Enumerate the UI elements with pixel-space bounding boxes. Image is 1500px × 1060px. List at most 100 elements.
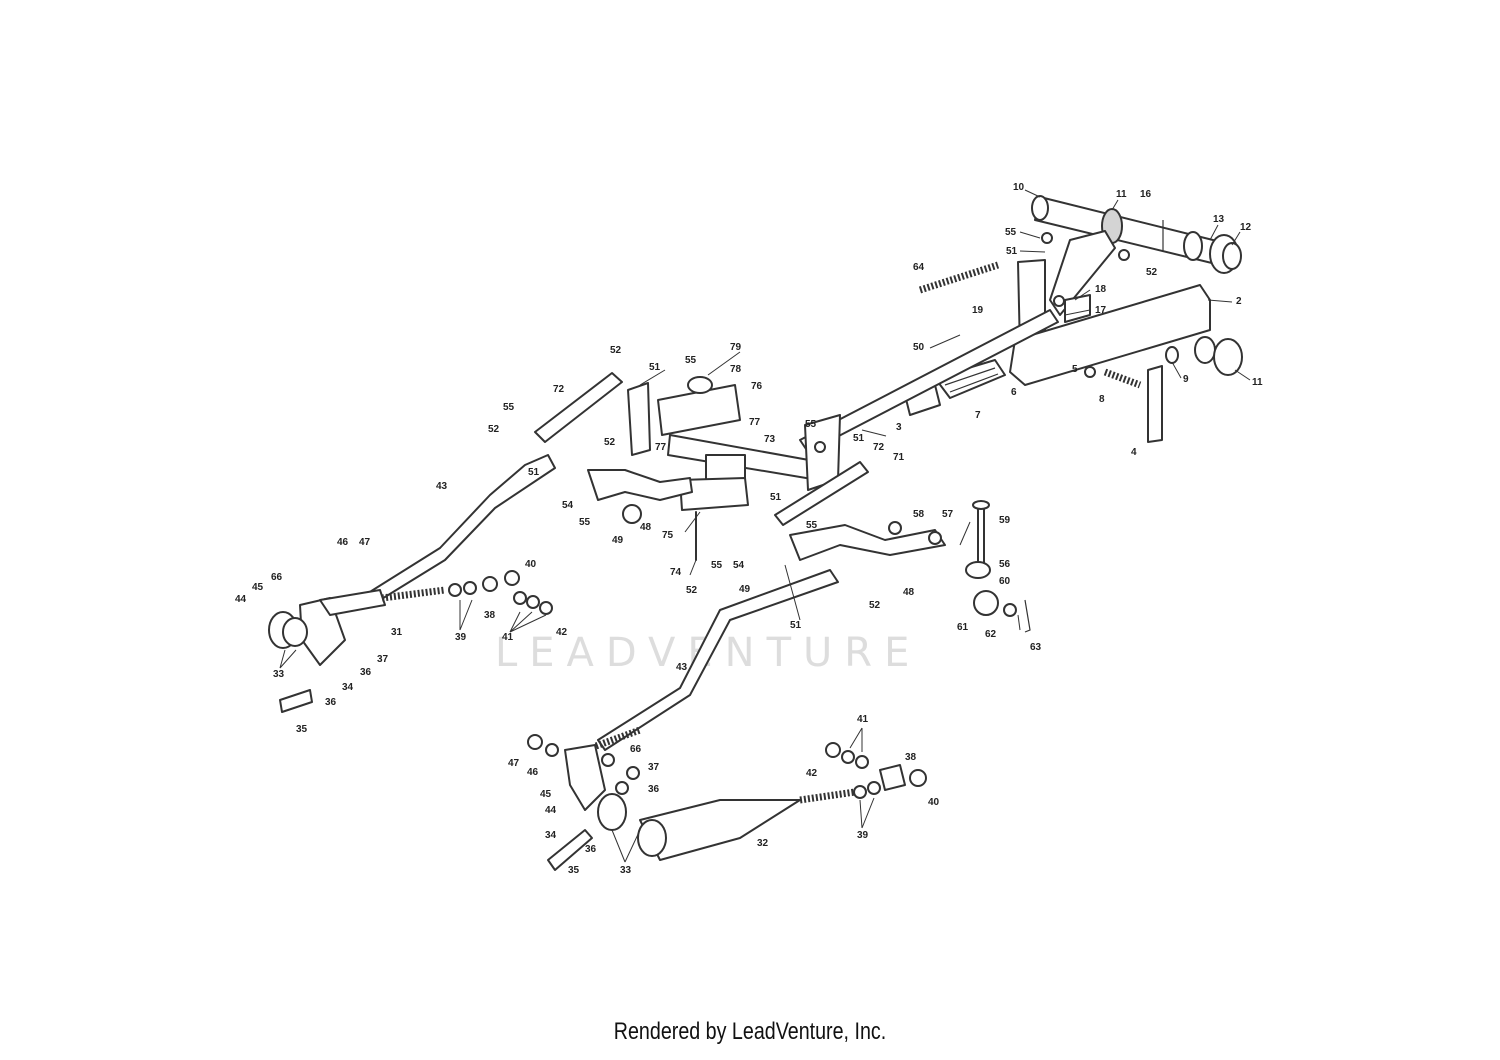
callout-71: 71 — [893, 452, 905, 463]
arm-48a — [587, 469, 693, 501]
callout-54: 54 — [733, 560, 745, 571]
callout-19: 19 — [972, 305, 984, 316]
callout-2: 2 — [1236, 296, 1242, 307]
callout-18: 18 — [1095, 284, 1107, 295]
callout-61: 61 — [957, 622, 969, 633]
callout-51: 51 — [1006, 246, 1018, 257]
callout-36: 36 — [585, 844, 597, 855]
callout-56: 56 — [999, 559, 1011, 570]
callout-44: 44 — [545, 805, 557, 816]
callout-55: 55 — [806, 520, 818, 531]
callout-51: 51 — [770, 492, 782, 503]
callout-72: 72 — [873, 442, 885, 453]
callout-10: 10 — [1013, 182, 1025, 193]
callout-46: 46 — [337, 537, 349, 548]
callout-3: 3 — [896, 422, 902, 433]
arm-48b — [789, 524, 946, 561]
callout-55: 55 — [503, 402, 515, 413]
callout-34: 34 — [545, 830, 557, 841]
callout-51: 51 — [790, 620, 802, 631]
callout-11: 11 — [1116, 189, 1127, 200]
rod-43b — [597, 569, 839, 751]
callout-44: 44 — [235, 594, 247, 605]
callout-16: 16 — [1140, 189, 1152, 200]
callout-72: 72 — [553, 384, 565, 395]
callout-51: 51 — [853, 433, 865, 444]
callout-32: 32 — [757, 838, 769, 849]
lift-shaft-assembly — [627, 376, 841, 561]
callout-48: 48 — [640, 522, 652, 533]
callout-34: 34 — [342, 682, 354, 693]
callout-33: 33 — [273, 669, 285, 680]
callout-6: 6 — [1011, 387, 1017, 398]
callout-50: 50 — [913, 342, 925, 353]
callout-35: 35 — [568, 865, 580, 876]
callout-55: 55 — [711, 560, 723, 571]
callout-52: 52 — [1146, 267, 1158, 278]
callout-45: 45 — [540, 789, 552, 800]
callout-45: 45 — [252, 582, 264, 593]
callout-47: 47 — [359, 537, 371, 548]
callout-41: 41 — [502, 632, 514, 643]
callout-17: 17 — [1095, 305, 1107, 316]
callout-35: 35 — [296, 724, 308, 735]
callout-36: 36 — [360, 667, 372, 678]
link-72a — [534, 372, 623, 443]
callout-52: 52 — [610, 345, 622, 356]
callout-40: 40 — [928, 797, 940, 808]
callout-77: 77 — [749, 417, 761, 428]
callout-74: 74 — [670, 567, 682, 578]
leader-lines — [279, 189, 1251, 863]
callout-52: 52 — [604, 437, 616, 448]
callout-8: 8 — [1099, 394, 1105, 405]
callout-55: 55 — [1005, 227, 1017, 238]
callout-55: 55 — [579, 517, 591, 528]
callout-43: 43 — [436, 481, 448, 492]
callout-63: 63 — [1030, 642, 1042, 653]
callout-48: 48 — [903, 587, 915, 598]
frame-rail-2 — [1009, 284, 1243, 443]
callout-51: 51 — [649, 362, 661, 373]
callout-55: 55 — [685, 355, 697, 366]
callout-58: 58 — [913, 509, 925, 520]
callout-59: 59 — [999, 515, 1011, 526]
callouts: 10 11 16 13 12 55 51 52 64 18 19 17 2 50… — [235, 182, 1263, 876]
callout-36: 36 — [325, 697, 337, 708]
callout-62: 62 — [985, 629, 997, 640]
callout-66: 66 — [630, 744, 642, 755]
callout-64: 64 — [913, 262, 925, 273]
link-72b — [774, 461, 869, 526]
callout-41: 41 — [857, 714, 869, 725]
callout-42: 42 — [806, 768, 818, 779]
callout-4: 4 — [1131, 447, 1137, 458]
callout-37: 37 — [648, 762, 660, 773]
spring-64 — [918, 261, 1000, 294]
footer-credit: Rendered by LeadVenture, Inc. — [613, 1018, 887, 1045]
callout-5: 5 — [1072, 364, 1078, 375]
callout-47: 47 — [508, 758, 520, 769]
parts-diagram: LEADVENTURE — [235, 182, 1263, 876]
callout-79: 79 — [730, 342, 742, 353]
callout-76: 76 — [751, 381, 763, 392]
callout-43: 43 — [676, 662, 688, 673]
callout-52: 52 — [686, 585, 698, 596]
callout-55: 55 — [805, 419, 817, 430]
callout-75: 75 — [662, 530, 674, 541]
callout-77: 77 — [655, 442, 667, 453]
callout-38: 38 — [484, 610, 496, 621]
callout-33: 33 — [620, 865, 632, 876]
callout-46: 46 — [527, 767, 539, 778]
callout-78: 78 — [730, 364, 742, 375]
callout-37: 37 — [377, 654, 389, 665]
callout-60: 60 — [999, 576, 1011, 587]
callout-73: 73 — [764, 434, 776, 445]
callout-7: 7 — [975, 410, 981, 421]
callout-36: 36 — [648, 784, 660, 795]
left-link-assembly — [268, 570, 553, 713]
link-32 — [527, 734, 927, 871]
callout-39: 39 — [455, 632, 467, 643]
callout-57: 57 — [942, 509, 954, 520]
callout-13: 13 — [1213, 214, 1225, 225]
callout-52: 52 — [869, 600, 881, 611]
right-clevis-assembly — [888, 500, 1031, 633]
